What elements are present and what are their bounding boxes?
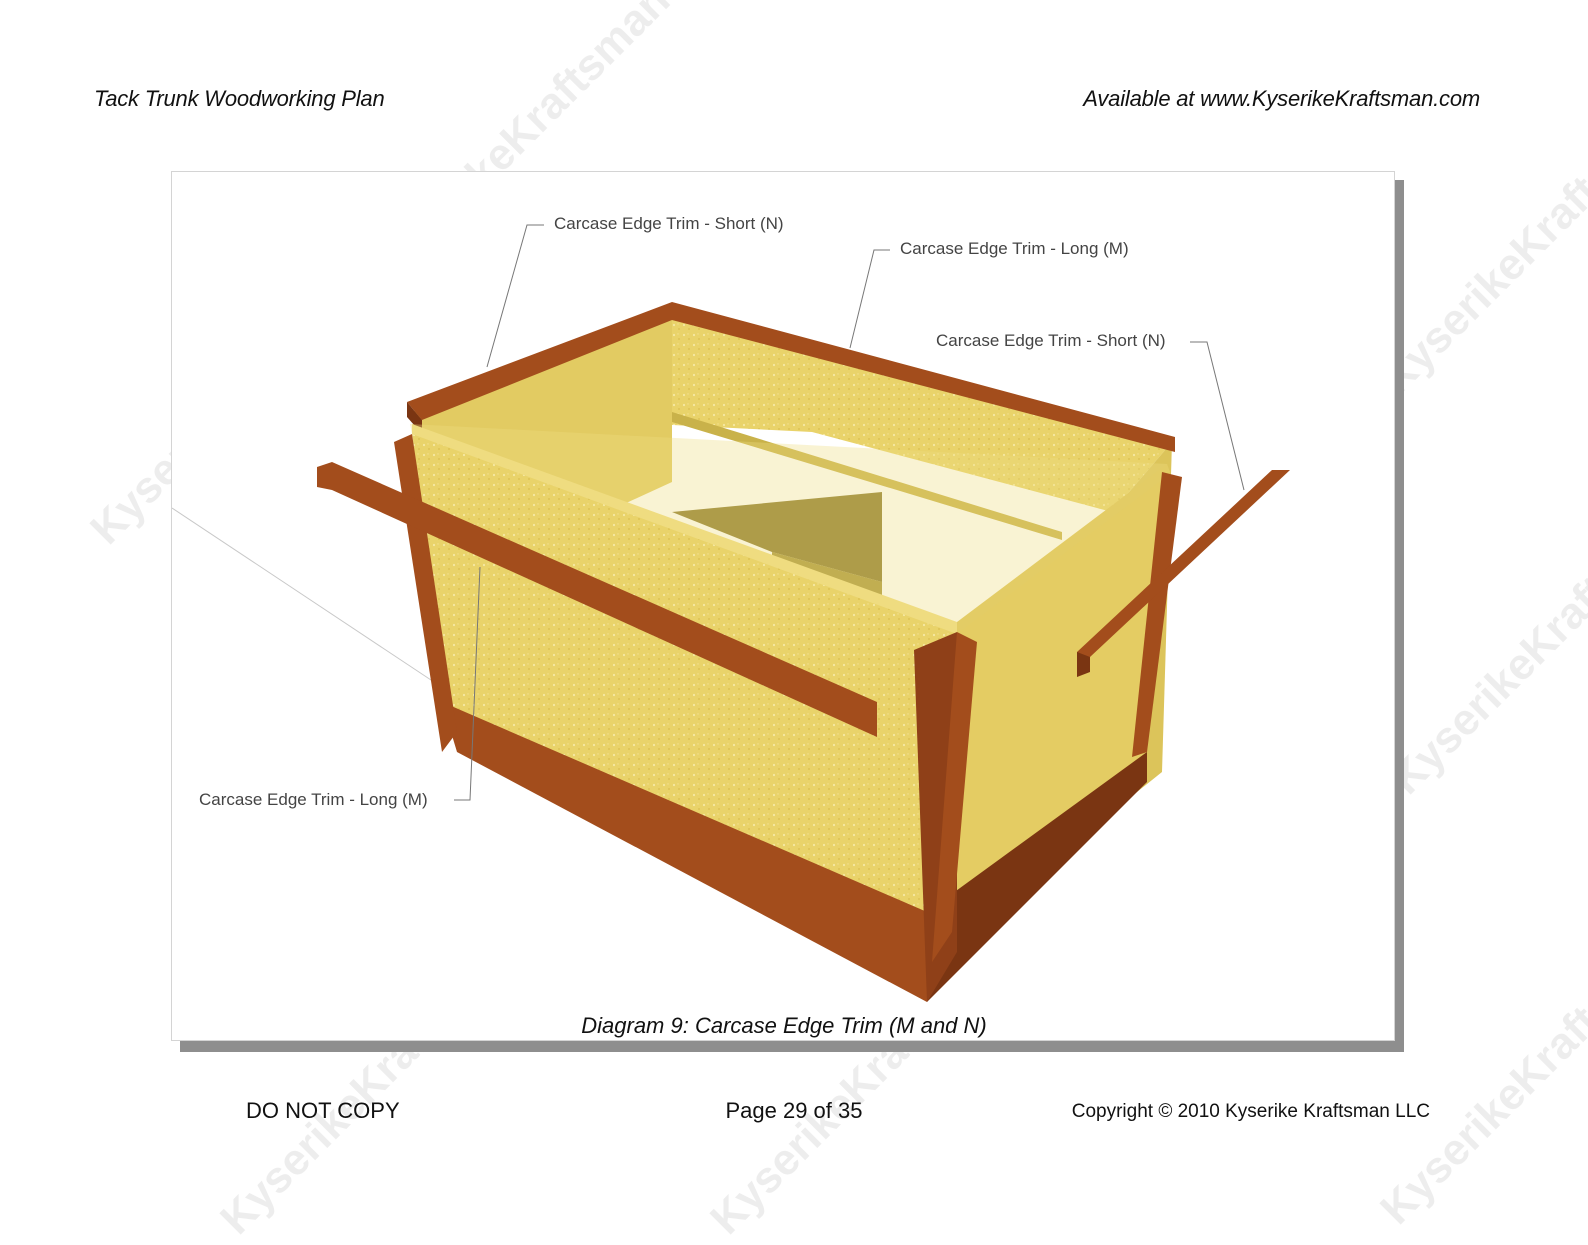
copyright: Copyright © 2010 Kyserike Kraftsman LLC (1071, 1101, 1430, 1122)
footer-notice: DO NOT COPY (246, 1098, 400, 1123)
figure-caption: Diagram 9: Carcase Edge Trim (M and N) (581, 1013, 987, 1038)
trim-right-vertical (1132, 472, 1182, 757)
callout-long-trim-top: Carcase Edge Trim - Long (M) (900, 239, 1129, 258)
source-url: Available at www.KyserikeKraftsman.com (1083, 86, 1480, 111)
inner-divider (672, 492, 882, 582)
callout-long-trim-bottom-left: Carcase Edge Trim - Long (M) (199, 790, 428, 809)
cross-rail (672, 412, 1062, 540)
trim-long-front (317, 462, 877, 737)
watermark: KyserikeKraftsman (1381, 485, 1588, 804)
tack-trunk-diagram (172, 224, 1290, 1002)
document-title: Tack Trunk Woodworking Plan (94, 86, 385, 111)
rim-front (410, 424, 1170, 632)
page-number: Page 29 of 35 (725, 1098, 863, 1123)
figure-frame: Carcase Edge Trim - Short (N) Carcase Ed… (171, 171, 1395, 1041)
trim-top-back (407, 302, 1175, 452)
trim-bottom-front (442, 702, 927, 1002)
callout-short-trim-right: Carcase Edge Trim - Short (N) (936, 331, 1166, 350)
callout-short-trim-top-left: Carcase Edge Trim - Short (N) (554, 214, 784, 233)
